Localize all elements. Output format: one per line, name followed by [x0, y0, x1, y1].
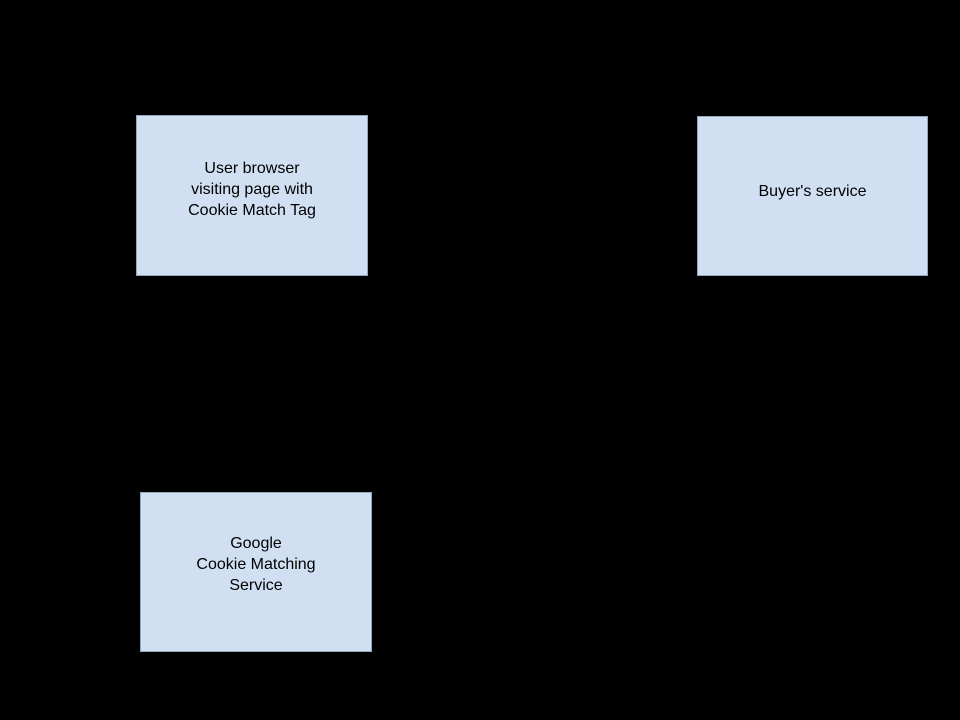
- arrowhead-buyers-service: [686, 190, 699, 202]
- diagram-node-google-cookie-matching[interactable]: Google Cookie Matching Service: [140, 492, 372, 652]
- arrowhead-google-cookie-matching-right: [370, 566, 383, 578]
- diagram-node-user-browser[interactable]: User browser visiting page with Cookie M…: [136, 115, 368, 276]
- connector-buyers-service-to-google-cookie-matching: [371, 275, 813, 573]
- node-label-google-cookie-matching: Google Cookie Matching Service: [196, 535, 316, 594]
- arrowhead-google-cookie-matching: [250, 481, 262, 494]
- node-label-buyers-service: Buyer's service: [758, 183, 867, 200]
- node-label-user-browser: User browser visiting page with Cookie M…: [188, 160, 316, 219]
- connector-user-browser-to-google-cookie-matching: [251, 275, 257, 493]
- diagram-node-buyers-service[interactable]: Buyer's service: [697, 116, 928, 276]
